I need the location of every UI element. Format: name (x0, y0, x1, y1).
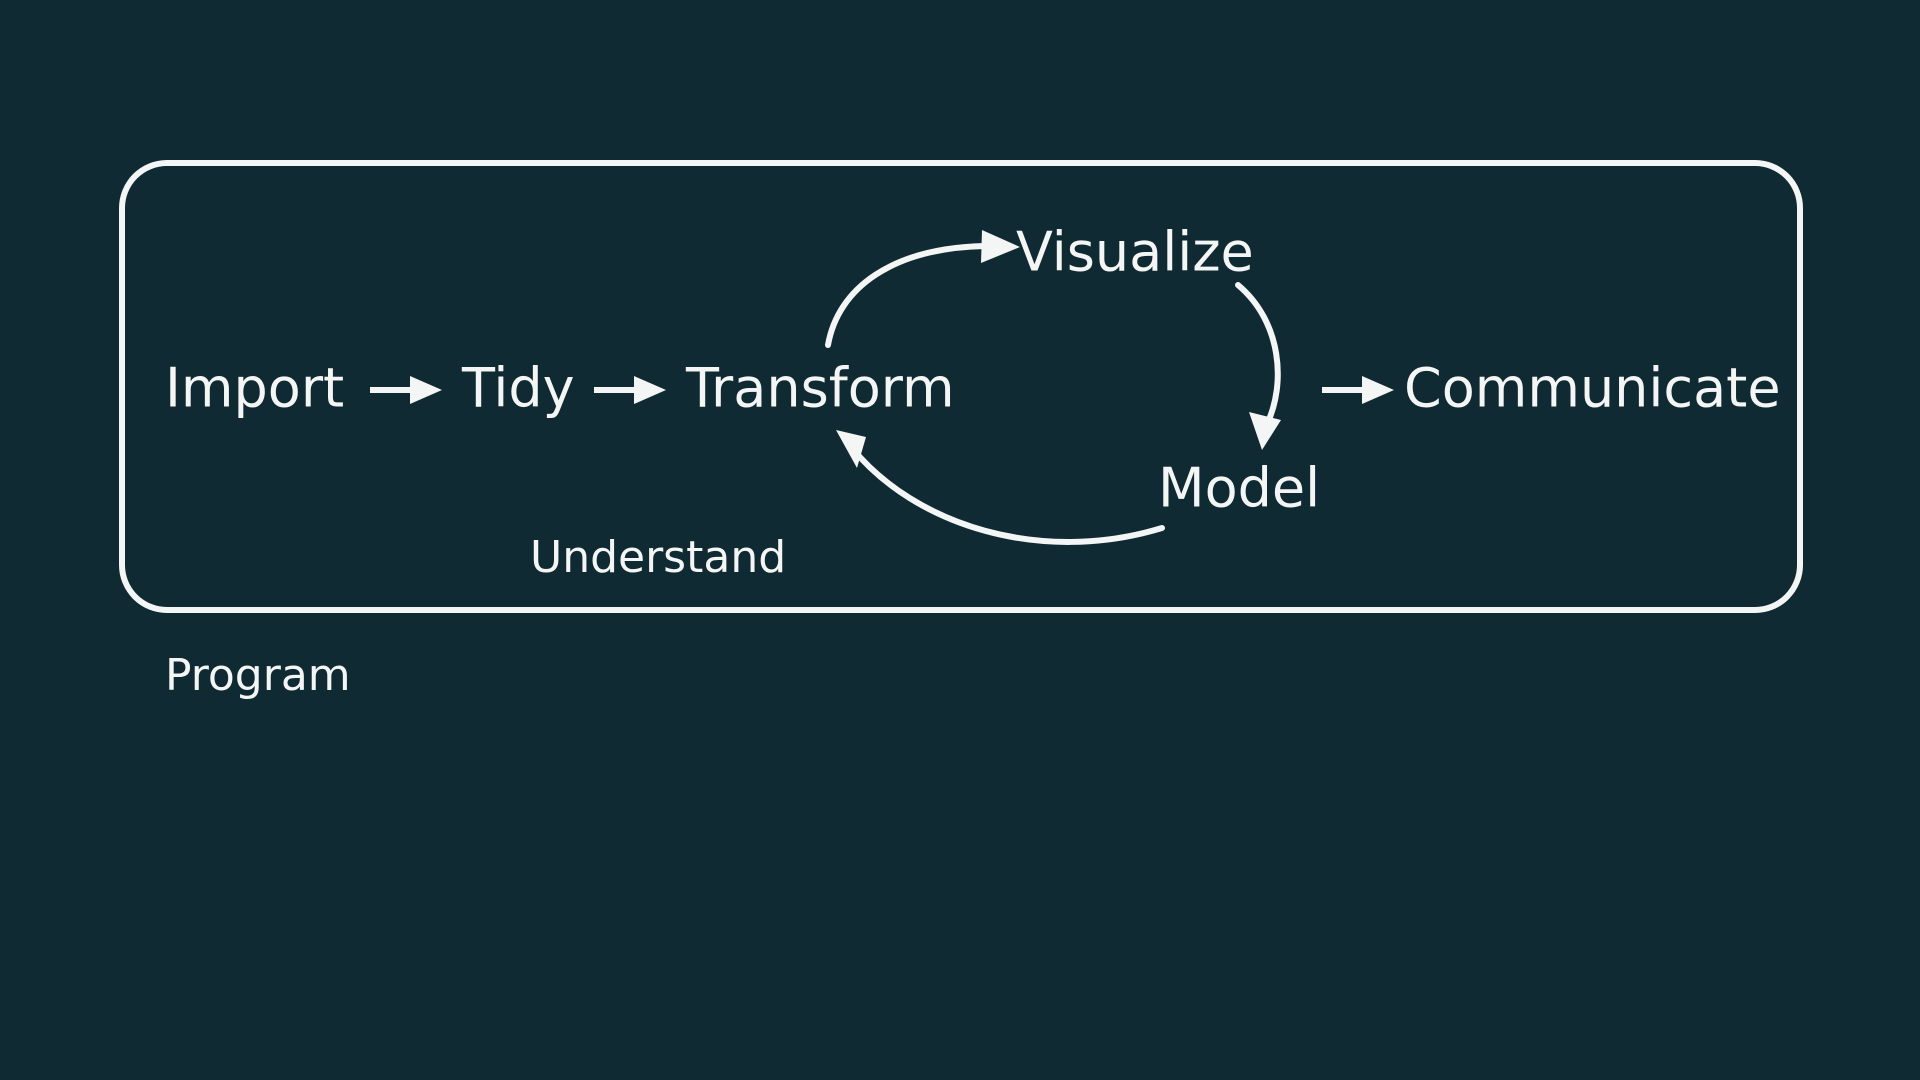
arrow-transform-to-visualize (825, 230, 1020, 348)
arrow-to-communicate (1322, 376, 1394, 404)
node-visualize: Visualize (1016, 221, 1254, 284)
node-model: Model (1158, 457, 1320, 520)
node-communicate: Communicate (1404, 357, 1781, 420)
node-import: Import (165, 357, 344, 420)
program-container-box (119, 160, 1803, 613)
node-transform: Transform (685, 357, 955, 420)
cycle-label-understand: Understand (530, 532, 786, 583)
arrow-model-to-transform (836, 430, 1165, 545)
node-tidy: Tidy (461, 357, 575, 420)
arrow-import-to-tidy (370, 376, 442, 404)
container-label-program: Program (165, 650, 351, 701)
arrow-visualize-to-model (1235, 282, 1281, 450)
arrow-tidy-to-transform (594, 376, 666, 404)
